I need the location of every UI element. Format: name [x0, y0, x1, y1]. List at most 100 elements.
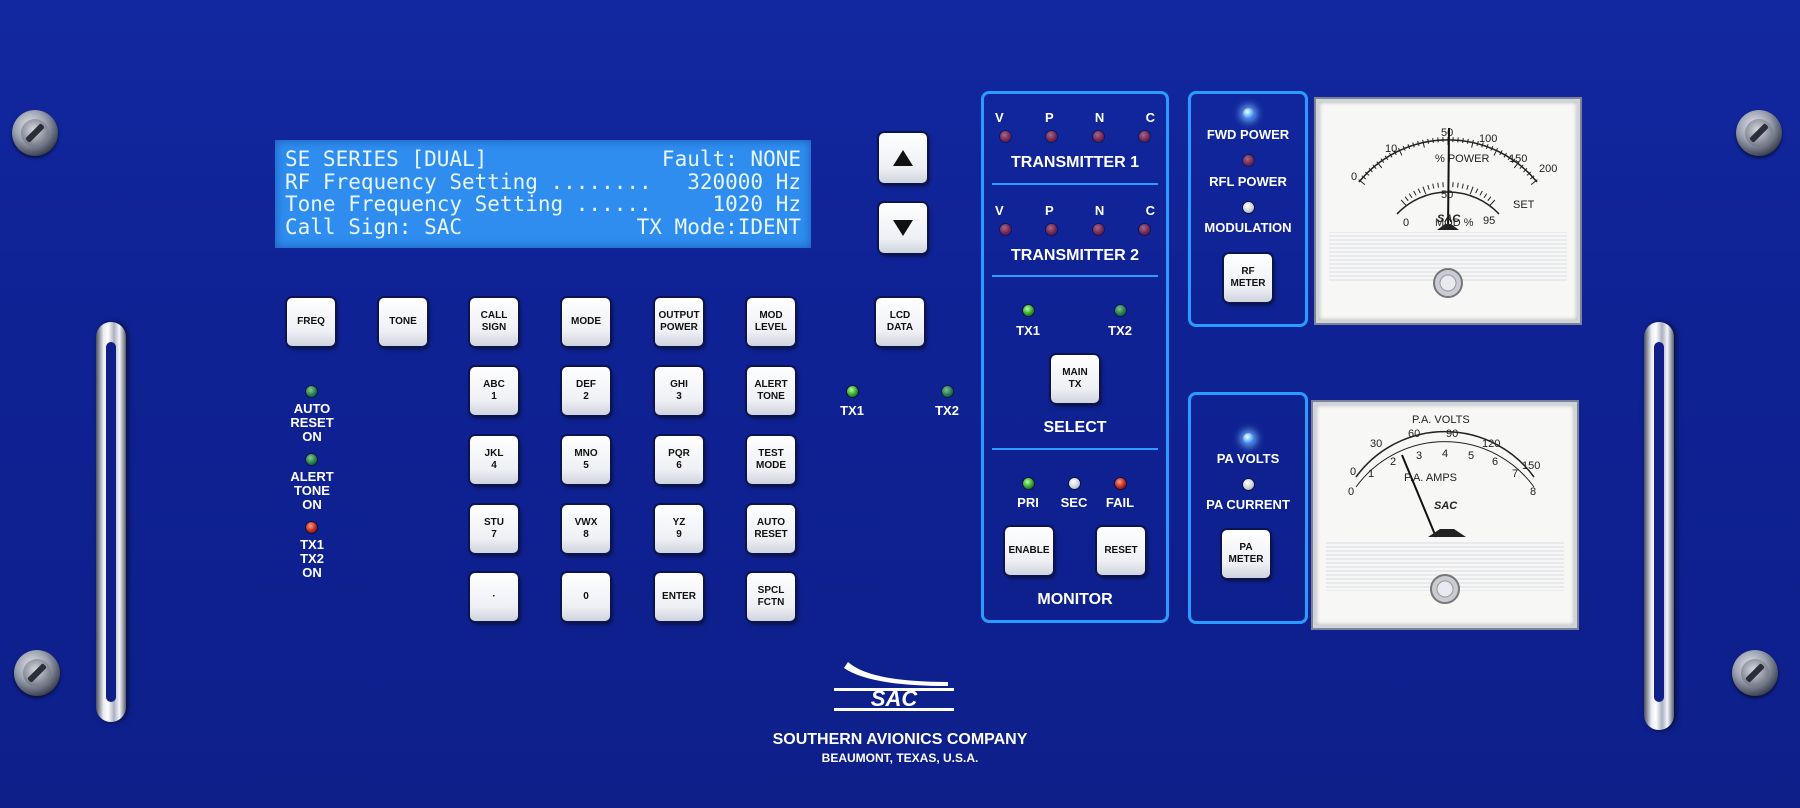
key-letters: MNO	[574, 448, 598, 459]
meter-tick	[1400, 199, 1407, 207]
tx2-v-led	[1000, 224, 1011, 235]
rf-meter-label-2: METER	[1230, 278, 1266, 289]
transmitter-panel	[981, 91, 1169, 623]
divider	[992, 183, 1158, 185]
amps-tick-7: 7	[1512, 468, 1518, 480]
select-title: SELECT	[1043, 419, 1107, 436]
key-digit: 8	[583, 529, 589, 540]
tx1-led	[847, 386, 858, 397]
pa-analog-meter: P.A. VOLTS 30 60 90 120 150 0 P.A. AMPS …	[1313, 402, 1577, 628]
test-mode-label-1: TEST	[758, 448, 784, 459]
meter-tick	[1461, 183, 1464, 189]
rack-handle-left[interactable]	[96, 322, 126, 722]
freq-button[interactable]: FREQ	[287, 298, 335, 346]
pa-meter-brand: SAC	[1434, 500, 1458, 512]
lcd-tx-mode: TX Mode:IDENT	[636, 214, 801, 239]
rf-meter-brand: SAC	[1437, 213, 1461, 225]
meter-tick	[1384, 155, 1389, 161]
meter-tick	[1376, 161, 1383, 169]
tx1-c-led	[1139, 131, 1150, 142]
call-sign-label-1: CALL	[480, 310, 508, 321]
v-label: V	[995, 203, 1004, 218]
reset-button[interactable]: RESET	[1097, 527, 1145, 575]
pri-led	[1023, 478, 1034, 489]
rfl-power-led	[1243, 155, 1254, 166]
amps-tick-4: 4	[1442, 448, 1448, 460]
amps-tick-8: 8	[1530, 486, 1536, 498]
pa-volts-led	[1243, 433, 1254, 444]
mode-button[interactable]: MODE	[562, 298, 610, 346]
key-digit: 7	[491, 529, 497, 540]
amps-tick-1: 1	[1368, 468, 1374, 480]
meter-tick	[1529, 175, 1535, 180]
spcl-fctn-label-1: SPCL	[757, 585, 785, 596]
scroll-down-button[interactable]	[879, 203, 927, 253]
rf-analog-meter: 0 10 50 100 150 200 % POWER 0 50 95 MOD …	[1316, 99, 1580, 323]
screw-bottom-right	[1732, 650, 1778, 696]
meter-tick	[1471, 139, 1474, 148]
lcd-display: SE SERIES [DUAL]Fault: NONE RF Frequency…	[275, 140, 811, 248]
logo-text: SAC	[871, 686, 919, 711]
auto-reset-label-2: RESET	[754, 529, 788, 540]
key-letters: JKL	[484, 448, 504, 459]
key-dot-label: ·	[492, 591, 496, 602]
pa-meter-label-2: METER	[1228, 554, 1264, 565]
monitor-title: MONITOR	[1037, 591, 1113, 608]
auto-reset-status-label: AUTO RESET ON	[282, 402, 342, 444]
fail-led	[1115, 478, 1126, 489]
status-line: TONE	[294, 483, 330, 498]
tone-button[interactable]: TONE	[379, 298, 427, 346]
status-line: ALERT	[290, 469, 334, 484]
key-digit: 3	[676, 391, 682, 402]
modulation-led	[1243, 202, 1254, 213]
power-tick-200: 200	[1539, 163, 1557, 175]
key-dot[interactable]: ·	[470, 573, 518, 621]
volts-tick-0: 0	[1350, 466, 1356, 478]
amps-tick-0: 0	[1348, 486, 1354, 498]
sec-label: SEC	[1060, 495, 1088, 510]
enable-button[interactable]: ENABLE	[1005, 527, 1053, 575]
company-name: SOUTHERN AVIONICS COMPANY	[772, 731, 1028, 748]
meter-tick	[1398, 147, 1403, 156]
meter-tick	[1489, 199, 1496, 207]
meter-tick	[1511, 158, 1516, 163]
key-0[interactable]: 0	[562, 573, 610, 621]
rfl-power-label: RFL POWER	[1209, 174, 1287, 189]
rack-handle-right[interactable]	[1644, 322, 1674, 730]
tone-label: TONE	[389, 316, 417, 327]
meter-tick	[1422, 186, 1427, 195]
mod-tick-0: 0	[1403, 217, 1409, 229]
scroll-up-button[interactable]	[879, 133, 927, 183]
volts-tick-30: 30	[1370, 438, 1382, 450]
tx2-led	[942, 386, 953, 397]
select-tx2-led	[1115, 305, 1126, 316]
key-letters: VWX	[574, 517, 598, 528]
lcd-rf-label: RF Frequency Setting ........	[285, 169, 652, 194]
key-letters: ABC	[483, 379, 505, 390]
rf-meter-label-1: RF	[1241, 266, 1255, 277]
volts-tick-90: 90	[1446, 428, 1458, 440]
enter-button[interactable]: ENTER	[655, 573, 703, 621]
pa-volts-title: P.A. VOLTS	[1412, 414, 1470, 426]
arrow-down-icon	[893, 220, 913, 236]
